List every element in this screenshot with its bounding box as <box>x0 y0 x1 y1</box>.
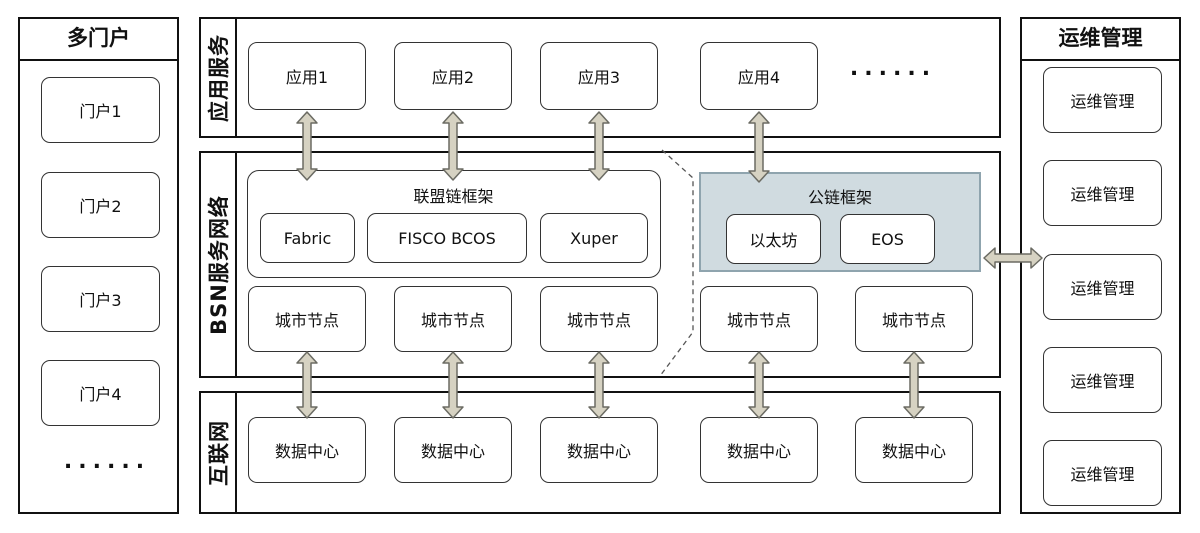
ops-box: 运维管理 <box>1043 67 1162 133</box>
ops-box: 运维管理 <box>1043 160 1162 226</box>
city-node-box: 城市节点 <box>855 286 973 352</box>
ops-panel: 运维管理 运维管理 运维管理 运维管理 运维管理 运维管理 <box>1020 17 1181 514</box>
public-chain-title: 公链框架 <box>807 188 872 207</box>
app-box: 应用3 <box>540 42 658 110</box>
portal-box: 门户3 <box>41 266 160 332</box>
portal-box: 门户2 <box>41 172 160 238</box>
framework-box-eos: EOS <box>840 214 935 264</box>
ops-panel-title: 运维管理 <box>1022 19 1179 61</box>
data-center-box: 数据中心 <box>700 417 818 483</box>
portal-panel: 多门户 门户1 门户2 门户3 门户4 ...... <box>18 17 179 514</box>
bsn-layer-label: BSN服务网络 <box>201 153 237 376</box>
app-box: 应用2 <box>394 42 512 110</box>
ops-box: 运维管理 <box>1043 440 1162 506</box>
app-layer-label: 应用服务 <box>201 19 237 136</box>
app-box: 应用4 <box>700 42 818 110</box>
city-node-box: 城市节点 <box>540 286 658 352</box>
framework-box-ethereum: 以太坊 <box>726 214 821 264</box>
data-center-box: 数据中心 <box>394 417 512 483</box>
data-center-box: 数据中心 <box>248 417 366 483</box>
app-more-ellipsis: ...... <box>849 56 937 81</box>
portal-more-ellipsis: ...... <box>63 449 151 474</box>
city-node-box: 城市节点 <box>394 286 512 352</box>
city-node-box: 城市节点 <box>248 286 366 352</box>
portal-panel-title: 多门户 <box>20 19 177 61</box>
data-center-box: 数据中心 <box>855 417 973 483</box>
framework-box-fisco-bcos: FISCO BCOS <box>367 213 527 263</box>
ops-box: 运维管理 <box>1043 347 1162 413</box>
internet-layer-label: 互联网 <box>201 393 237 512</box>
city-node-box: 城市节点 <box>700 286 818 352</box>
framework-box-xuper: Xuper <box>540 213 648 263</box>
consortium-chain-title: 联盟链框架 <box>413 187 494 206</box>
data-center-box: 数据中心 <box>540 417 658 483</box>
portal-box: 门户4 <box>41 360 160 426</box>
portal-box: 门户1 <box>41 77 160 143</box>
app-box: 应用1 <box>248 42 366 110</box>
framework-box-fabric: Fabric <box>260 213 355 263</box>
ops-box: 运维管理 <box>1043 254 1162 320</box>
